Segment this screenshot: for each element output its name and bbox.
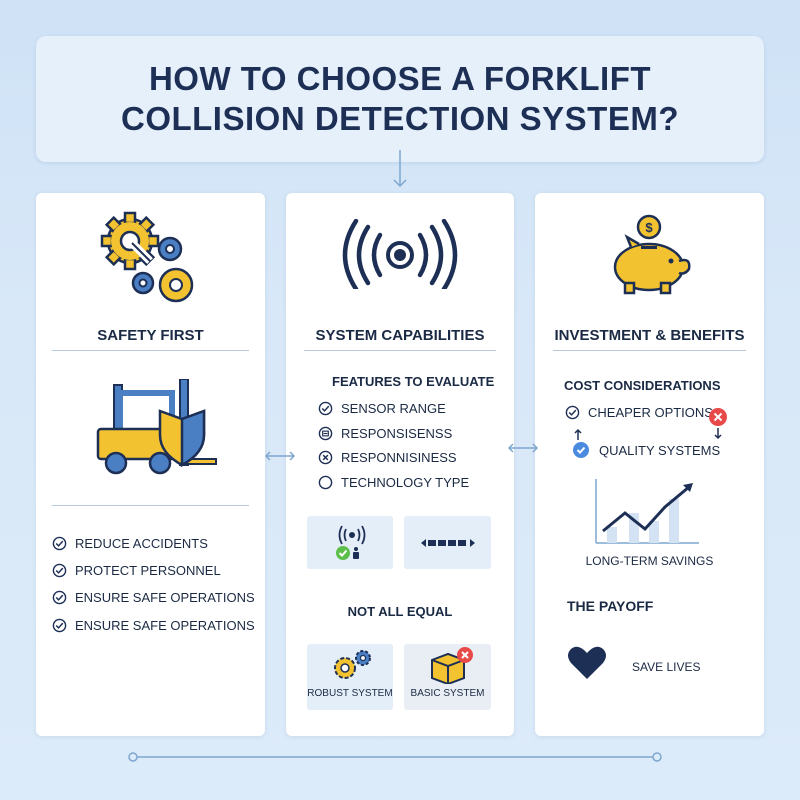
- divider: [52, 350, 249, 351]
- system-capabilities-heading: SYSTEM CAPABILITIES: [315, 327, 485, 344]
- divider: [553, 350, 746, 351]
- check-circle-icon: [52, 536, 67, 551]
- quality-systems-label: QUALITY SYSTEMS: [599, 443, 721, 458]
- robust-system-label: ROBUST SYSTEM: [307, 688, 393, 699]
- safety-first-heading: SAFETY FIRST: [97, 327, 204, 344]
- robust-system-tile: ROBUST SYSTEM: [307, 644, 393, 710]
- system-capabilities-card: SYSTEM CAPABILITIES FEATURES TO EVALUATE…: [286, 193, 514, 736]
- cheaper-options-label: CHEAPER OPTIONS: [588, 405, 713, 420]
- forklift-shield-icon: [96, 379, 217, 475]
- blue-check-up-icon: [573, 428, 589, 458]
- feature-label: RESPONSISENSS: [341, 426, 453, 441]
- svg-text:$: $: [645, 220, 653, 235]
- list-item: ENSURE SAFE OPERATIONS: [52, 618, 255, 633]
- investment-benefits-card: $ INVESTMENT & BENEFITS COST CONSIDERATI…: [535, 193, 764, 736]
- check-circle-icon: [52, 563, 67, 578]
- list-item: RESPONSISENSS: [318, 426, 452, 441]
- x-circle-icon: [318, 450, 333, 465]
- basic-system-label: BASIC SYSTEM: [410, 688, 485, 699]
- list-item: TECHNOLOGY TYPE: [318, 475, 469, 490]
- double-arrow-icon: [507, 443, 539, 453]
- list-item: PROTECT PERSONNEL: [52, 563, 221, 578]
- divider: [304, 350, 496, 351]
- title-banner: HOW TO CHOOSE A FORKLIFT COLLISION DETEC…: [36, 36, 764, 162]
- list-item: REDUCE ACCIDENTS: [52, 536, 208, 551]
- sensor-check-icon: [336, 525, 366, 560]
- list-item-label: PROTECT PERSONNEL: [75, 563, 221, 578]
- feature-label: SENSOR RANGE: [341, 401, 446, 416]
- signal-waves-icon: [342, 219, 458, 289]
- save-lives-label: SAVE LIVES: [632, 660, 701, 674]
- piggy-bank-icon: $: [613, 214, 691, 295]
- check-circle-icon: [52, 590, 67, 605]
- list-item-label: ENSURE SAFE OPERATIONS: [75, 590, 255, 605]
- heart-icon: [568, 646, 606, 679]
- payoff-title: THE PAYOFF: [567, 598, 654, 614]
- gears-icon: [334, 650, 371, 679]
- safety-first-card: SAFETY FIRST REDUCE ACCIDENTS PROTECT PE…: [36, 193, 265, 736]
- long-term-savings-label: LONG-TERM SAVINGS: [585, 554, 714, 568]
- bottom-connector: [128, 752, 662, 762]
- sensor-bar-tile: [404, 516, 491, 569]
- growth-chart-icon: [595, 479, 699, 544]
- feature-label: RESPONNISINESS: [341, 450, 457, 465]
- not-all-equal-title: NOT ALL EQUAL: [347, 604, 453, 619]
- check-circle-icon: [318, 401, 333, 416]
- basic-system-tile: BASIC SYSTEM: [404, 644, 491, 710]
- investment-benefits-heading: INVESTMENT & BENEFITS: [554, 327, 745, 344]
- list-item-label: REDUCE ACCIDENTS: [75, 536, 208, 551]
- features-title: FEATURES TO EVALUATE: [332, 374, 495, 389]
- sensor-bar-icon: [420, 538, 475, 547]
- check-circle-icon: [52, 618, 67, 633]
- red-x-down-icon: [709, 408, 727, 440]
- feature-label: TECHNOLOGY TYPE: [341, 475, 470, 490]
- cost-considerations-title: COST CONSIDERATIONS: [564, 378, 721, 393]
- list-item-label: ENSURE SAFE OPERATIONS: [75, 618, 255, 633]
- list-item: SENSOR RANGE: [318, 401, 446, 416]
- box-x-icon: [431, 647, 473, 684]
- check-circle-icon: [565, 405, 580, 420]
- divider: [52, 505, 249, 506]
- list-item: ENSURE SAFE OPERATIONS: [52, 590, 255, 605]
- gauge-circle-icon: [318, 426, 333, 441]
- sensor-tile: [307, 516, 393, 569]
- page-title: HOW TO CHOOSE A FORKLIFT COLLISION DETEC…: [120, 60, 680, 137]
- list-item: RESPONNISINESS: [318, 450, 457, 465]
- gears-icon: [100, 211, 194, 303]
- down-arrow-icon: [393, 150, 407, 188]
- empty-circle-icon: [318, 475, 333, 490]
- list-item: CHEAPER OPTIONS: [565, 405, 713, 420]
- double-arrow-icon: [264, 451, 296, 461]
